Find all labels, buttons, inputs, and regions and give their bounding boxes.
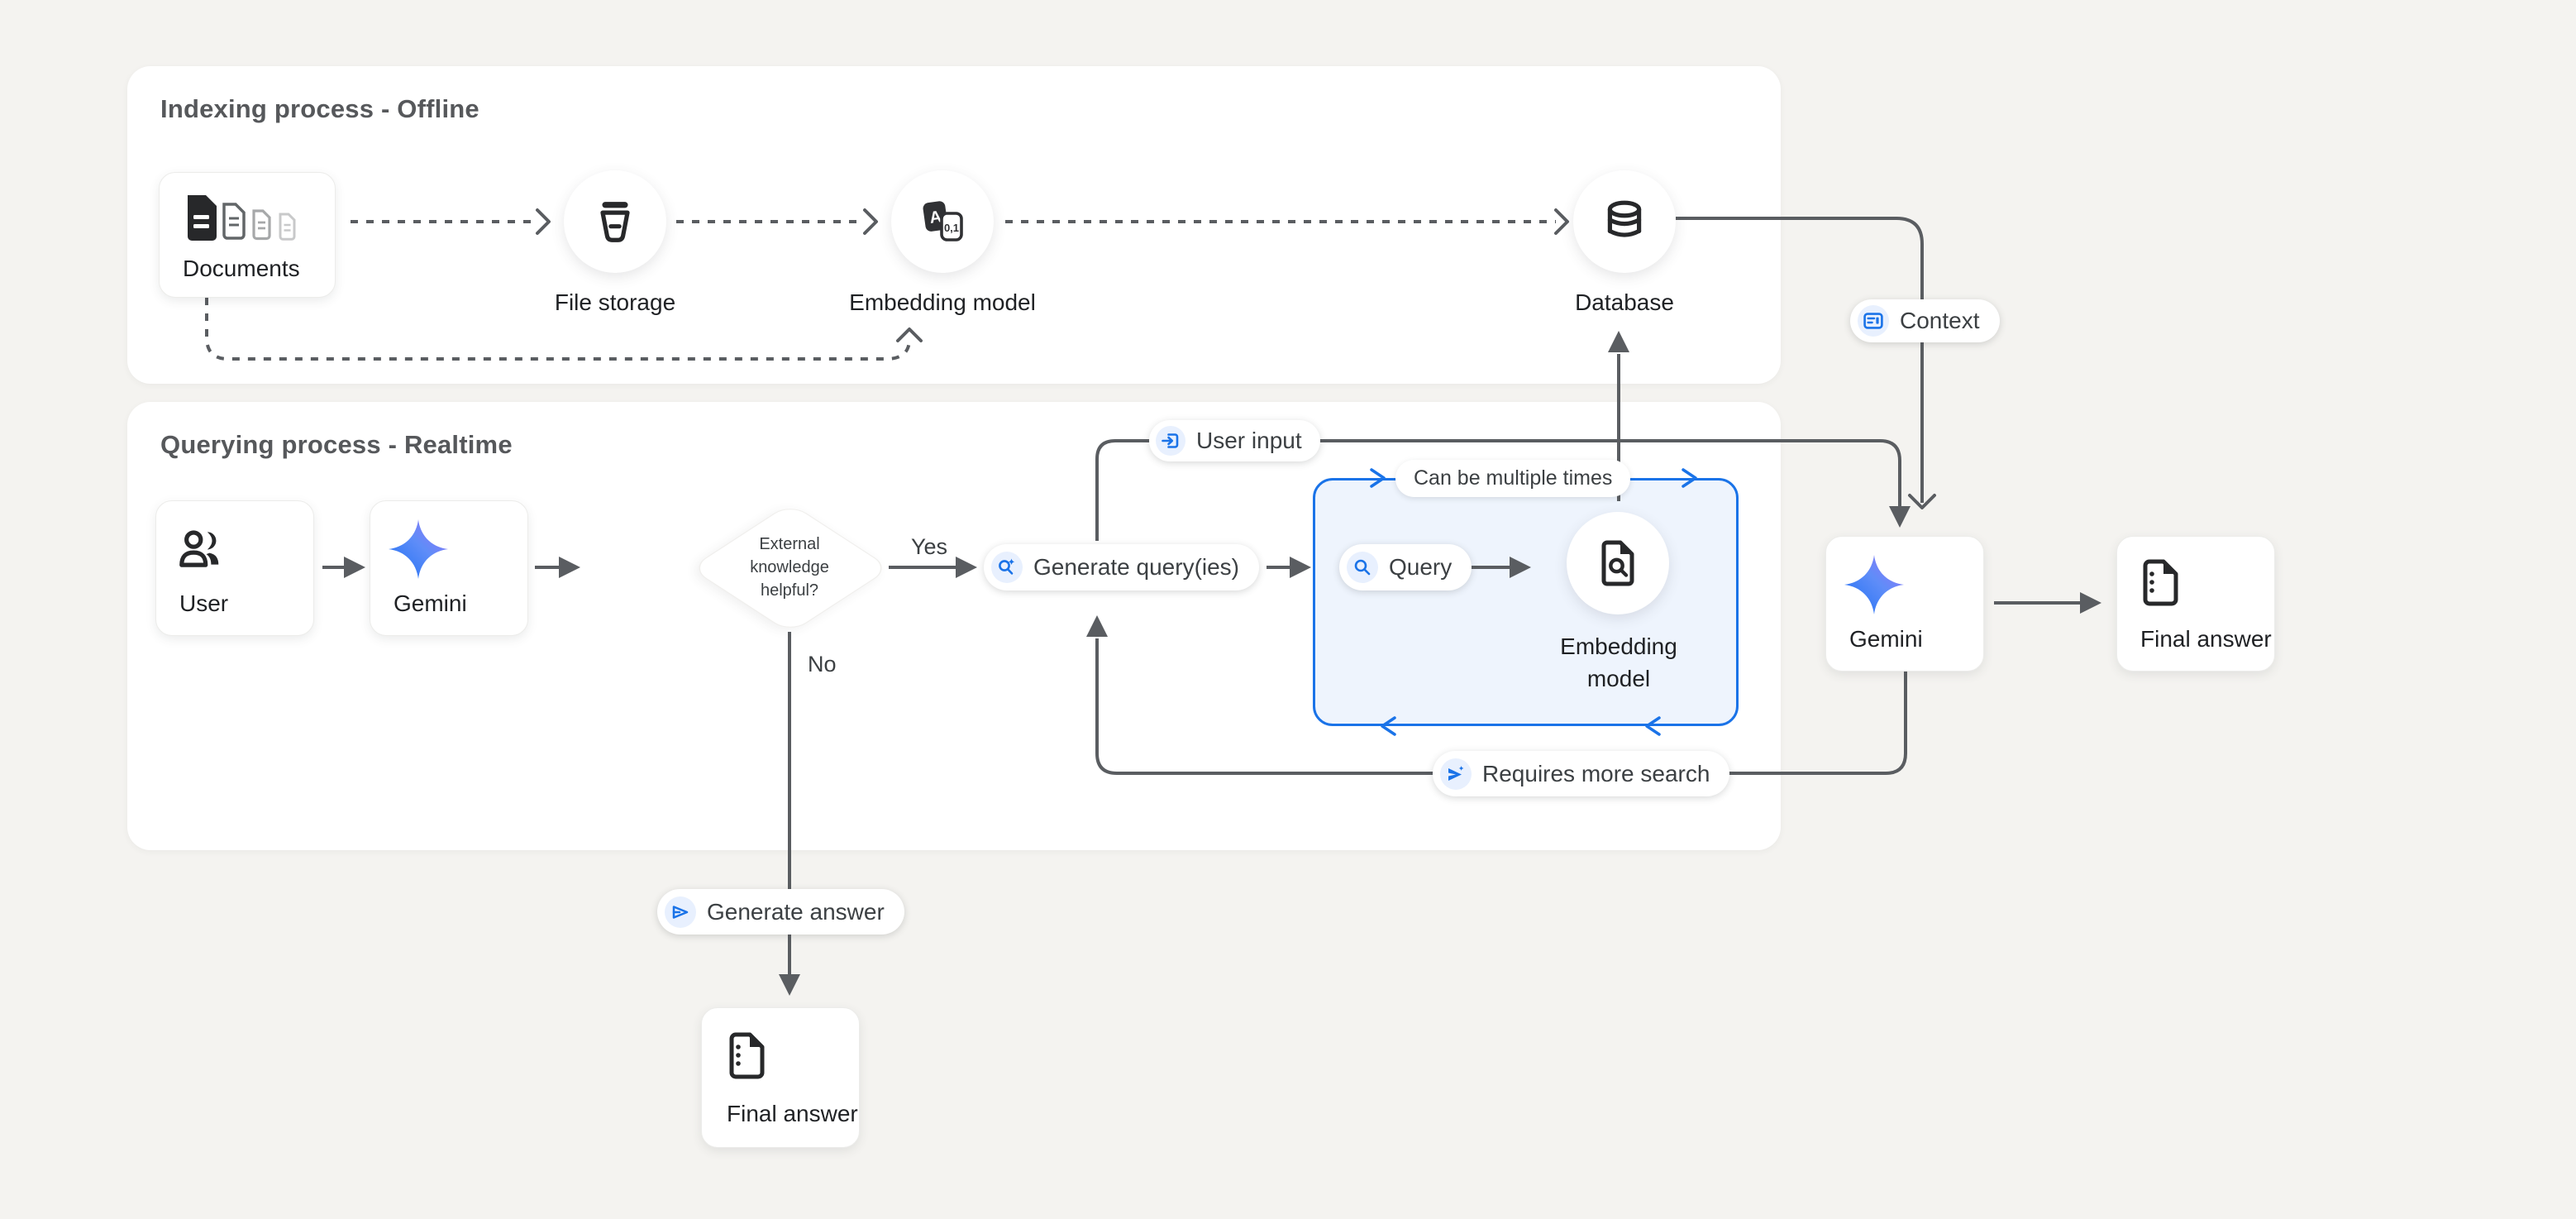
gemini-sparkle-icon	[385, 514, 451, 588]
input-arrow-icon	[1156, 426, 1185, 456]
query-label: Query	[1389, 554, 1453, 580]
user-card: User	[155, 500, 314, 636]
decision-text: External knowledge helpful?	[750, 535, 829, 600]
query-pill: Query	[1339, 544, 1472, 590]
generate-answer-label: Generate answer	[707, 898, 885, 925]
indexing-panel-title: Indexing process - Offline	[160, 94, 479, 123]
final-answer-card-right: Final answer	[2116, 536, 2275, 672]
embedding-model-top-node: A 0,1	[891, 170, 994, 273]
database-label: Database	[1575, 289, 1674, 315]
arrowhead	[1889, 506, 1911, 528]
database-icon	[1607, 200, 1642, 237]
embedding-model-top-label: Embedding model	[849, 289, 1036, 315]
requires-more-search-pill: Requires more search	[1433, 751, 1730, 796]
send-sparkle-icon	[1440, 758, 1472, 790]
file-storage-label: File storage	[554, 289, 676, 315]
final-answer-bottom-label: Final answer	[727, 1101, 858, 1126]
can-be-multiple-times-tag: Can be multiple times	[1395, 460, 1631, 497]
querying-panel-title: Querying process - Realtime	[160, 430, 513, 459]
svg-text:0,1: 0,1	[944, 222, 959, 234]
context-snippet-icon	[1858, 305, 1889, 337]
search-sparkle-icon	[991, 552, 1023, 583]
embedding-model-inner-node	[1567, 512, 1669, 614]
user-input-label: User input	[1196, 428, 1302, 453]
arrowhead-context-down	[1908, 494, 1936, 509]
document-search-icon	[1601, 540, 1634, 586]
requires-more-search-label: Requires more search	[1482, 760, 1710, 786]
decision-diamond: External knowledge helpful?	[689, 502, 891, 634]
no-label: No	[808, 652, 837, 676]
storage-bucket-icon	[600, 202, 630, 242]
gemini-2-label: Gemini	[1849, 626, 1923, 652]
svg-text:A: A	[928, 208, 942, 227]
file-storage-node	[564, 170, 666, 273]
search-icon	[1347, 552, 1378, 583]
generate-queries-label: Generate query(ies)	[1033, 554, 1240, 580]
arrowhead	[779, 974, 800, 996]
gemini-card-2: Gemini	[1825, 536, 1984, 672]
user-label: User	[179, 590, 229, 616]
generate-answer-pill: Generate answer	[657, 889, 904, 935]
document-dots-icon	[727, 1031, 768, 1085]
embedding-model-inner-label: Embedding model	[1560, 633, 1677, 691]
arrowhead	[2080, 592, 2101, 614]
database-node	[1573, 170, 1676, 273]
final-answer-right-label: Final answer	[2140, 626, 2272, 652]
users-icon	[176, 526, 224, 578]
yes-label: Yes	[910, 534, 948, 559]
context-badge: Context	[1850, 299, 2000, 342]
gemini-card-1: Gemini	[370, 500, 528, 636]
document-dots-icon	[2140, 558, 2182, 612]
documents-card: Documents	[159, 172, 336, 298]
gemini-sparkle-icon	[1841, 550, 1907, 624]
send-icon	[665, 896, 696, 928]
document-stack-icon	[181, 193, 310, 251]
translate-embedding-icon: A 0,1	[923, 201, 963, 241]
gemini-1-label: Gemini	[394, 590, 467, 616]
can-be-multiple-times-label: Can be multiple times	[1414, 466, 1613, 490]
final-answer-card-bottom: Final answer	[701, 1007, 860, 1148]
user-input-pill: User input	[1149, 420, 1320, 461]
context-label: Context	[1900, 308, 1980, 333]
generate-queries-pill: Generate query(ies)	[984, 544, 1260, 590]
documents-label: Documents	[183, 256, 300, 281]
